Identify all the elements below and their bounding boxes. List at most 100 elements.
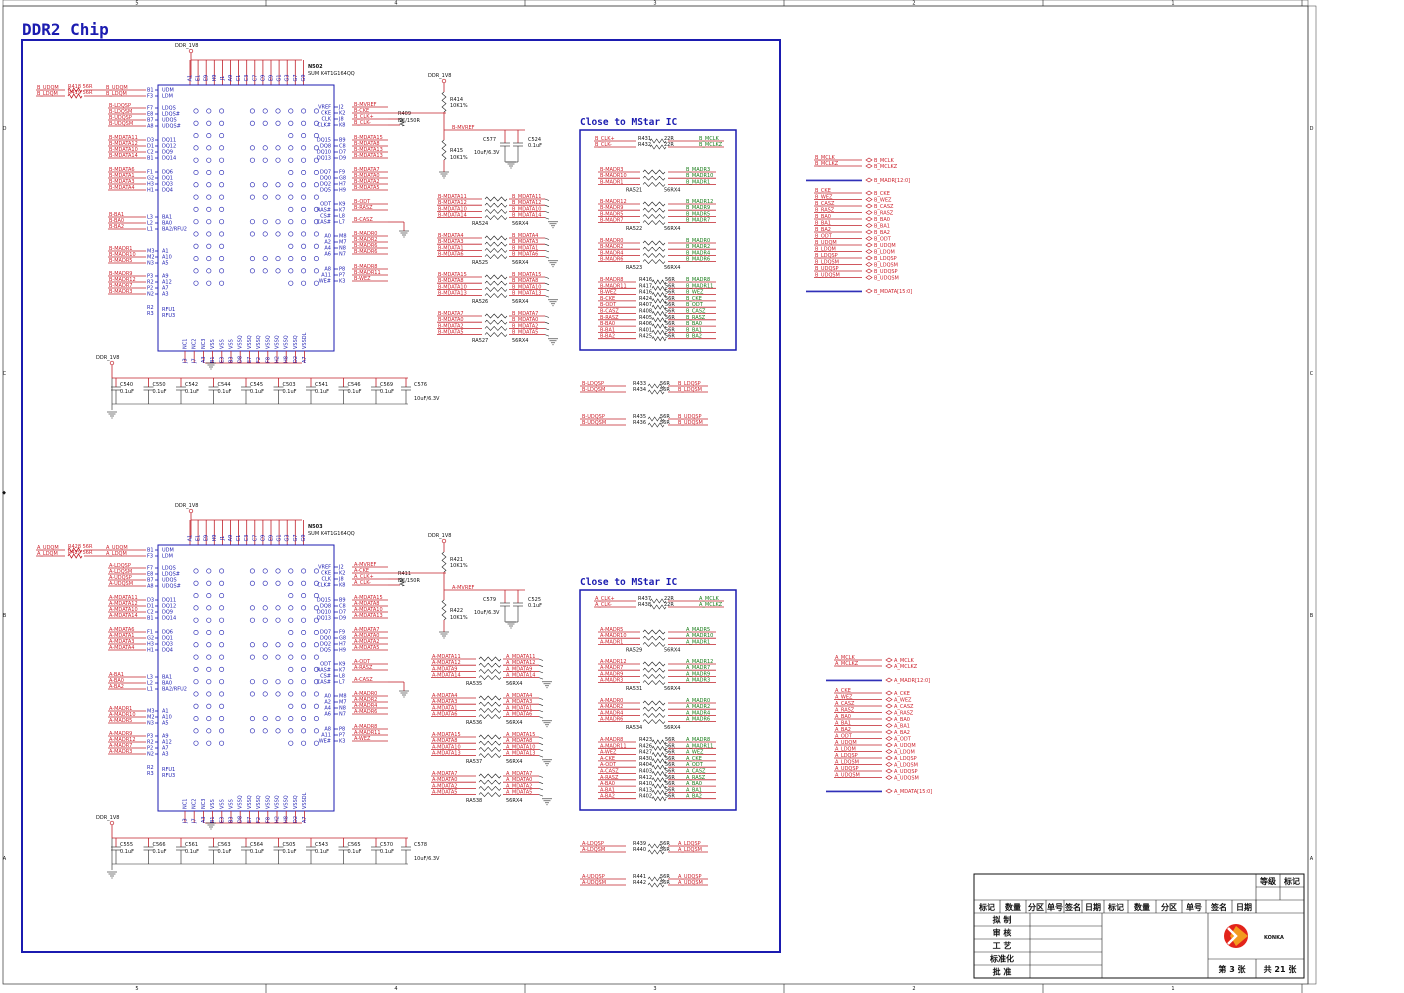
- pack-right-net: A_MDATA7: [506, 771, 532, 777]
- power-label: DDR_1V8: [175, 503, 198, 509]
- ball-pad: [206, 691, 212, 697]
- capacitor-ref: C570: [380, 842, 393, 848]
- chip-left-net: A_UDQM: [106, 545, 128, 551]
- ball-pad: [193, 231, 199, 237]
- ball-pad: [262, 194, 268, 200]
- port-icon: [885, 657, 893, 663]
- pack-left-net: B-MDATA14: [438, 213, 467, 219]
- chip-right-pin-name: VREF: [318, 105, 331, 111]
- chip-right-net: A-MADR6: [354, 709, 377, 715]
- chip-right-pin: K9: [339, 662, 345, 668]
- port-label: A_CKE: [894, 691, 910, 697]
- cap-stub: [544, 334, 550, 337]
- pack-right-net: B_MDATA1: [512, 245, 538, 251]
- ball-pad: [288, 740, 294, 746]
- port-label: B_UDQSP: [874, 269, 898, 275]
- ball-pad: [313, 145, 319, 151]
- ball-pad: [313, 231, 319, 237]
- ball-pad: [301, 568, 307, 574]
- ball-pad: [301, 256, 307, 262]
- cap-stub: [544, 315, 550, 318]
- rpack-value: 56RX4: [664, 725, 680, 731]
- port-label: A_MCLK: [894, 658, 915, 664]
- chip-right-net: B-MADR6: [354, 249, 377, 255]
- chip-left-net: A-UDQSP: [109, 575, 132, 581]
- chip-right-net: A-CASZ: [354, 677, 373, 683]
- resistor-symbol: [651, 777, 667, 783]
- chip-right-net: A-MADR2: [354, 697, 377, 703]
- power-label: DDR_1V8: [175, 43, 198, 49]
- bottom-pin-name: NC1: [183, 799, 189, 809]
- column-marker-bottom: 1: [1171, 986, 1174, 992]
- resistor-symbol: [478, 753, 502, 759]
- resistor-symbol: [478, 740, 502, 746]
- top-pin: C3: [244, 535, 250, 542]
- chip-right-pin-name: DQ0: [320, 636, 331, 642]
- port-net: A_MCLKZ: [835, 661, 859, 667]
- chip-left-pin-name: DQ3: [162, 642, 173, 648]
- chip-right-pin-name: DQ7: [320, 170, 331, 176]
- resistor-ref: R408: [639, 309, 652, 315]
- ball-pad: [249, 219, 255, 225]
- chip-left-pin: D1: [147, 144, 154, 150]
- chip-right-pin-name: DQ10: [317, 150, 331, 156]
- chip-left-pin: H3: [147, 642, 154, 648]
- chip-left-pin: N2: [147, 752, 154, 758]
- resistor-value: 56R: [665, 743, 675, 749]
- ball-pad: [275, 642, 281, 648]
- ball-pad: [262, 691, 268, 697]
- ball-pad: [288, 691, 294, 697]
- pack-right-net: B_MADR1: [686, 179, 710, 185]
- resistor-ref: R436: [633, 420, 646, 426]
- port-label: B_ODT: [874, 236, 892, 242]
- cap-stub: [538, 781, 544, 784]
- ball-pad: [219, 133, 225, 139]
- single-left-net: B-MADR11: [600, 283, 627, 289]
- rpack-ref: RA537: [466, 759, 482, 765]
- resistor-symbol: [642, 719, 666, 725]
- ball-pad: [219, 703, 225, 709]
- chip-left-pin-name: A1: [162, 709, 169, 715]
- capacitor-value: 0.1uF: [528, 603, 542, 609]
- resistor-symbol: [484, 319, 508, 325]
- pack-left-net: A-MDATA7: [432, 771, 458, 777]
- resistor-symbol: [399, 577, 405, 587]
- ball-pad: [275, 654, 281, 660]
- capacitor-value: 0.1uF: [153, 849, 167, 855]
- ball-pad: [313, 605, 319, 611]
- rpack-value: 56RX4: [512, 338, 528, 344]
- capacitor-ref: C565: [348, 842, 361, 848]
- top-pin: G9: [301, 74, 307, 81]
- cap-stub: [544, 237, 550, 240]
- chip-right-pin: F9: [339, 170, 345, 176]
- single-right-net: B_BA0: [686, 321, 702, 327]
- pack-left-net: A-MADR10: [600, 633, 627, 639]
- resistor-value: 56R: [660, 841, 670, 847]
- resistor-ref: R413: [639, 787, 652, 793]
- pack-left-net: A-MDATA6: [432, 712, 458, 718]
- ball-pad: [249, 194, 255, 200]
- ball-pad: [275, 580, 281, 586]
- chip-right-pin-name: VREF: [318, 565, 331, 571]
- port-net: A_UDQSM: [835, 773, 860, 779]
- pack-right-net: A_MADR3: [686, 678, 710, 684]
- rpack-value: 56RX4: [664, 188, 680, 194]
- bottom-pin-name: VSS: [219, 799, 225, 809]
- ball-pad: [301, 145, 307, 151]
- chip-right-net: A-MDATA13: [354, 613, 383, 619]
- chip-left-pin-name: BA1: [162, 675, 172, 681]
- chip-left-net: B-MDATA14: [109, 153, 138, 159]
- ground-icon: [439, 631, 449, 639]
- single-right-net: A_CKE: [686, 756, 702, 762]
- ball-pad: [313, 206, 319, 212]
- chip-right-pin: P8: [339, 267, 345, 273]
- port-icon: [865, 288, 873, 294]
- chip-left-pin-name: DQ12: [162, 144, 176, 150]
- resistor-value: NC/150R: [398, 578, 420, 584]
- ball-pad: [249, 728, 255, 734]
- chip-left-pin: M2: [147, 715, 155, 721]
- logo-stroke: [1227, 927, 1238, 945]
- pack-left-net: A-MDATA4: [432, 693, 458, 699]
- pack-right-net: B_MADR5: [686, 211, 710, 217]
- ball-pad: [206, 629, 212, 635]
